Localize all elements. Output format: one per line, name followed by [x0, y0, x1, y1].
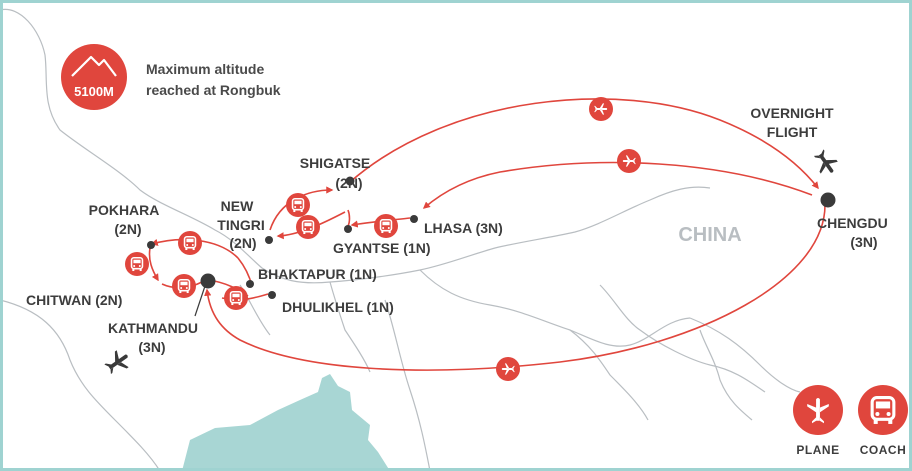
legend: PLANE COACH — [793, 385, 908, 457]
label-chengdu-nights: (3N) — [850, 234, 877, 250]
node-bhaktapur — [246, 280, 254, 288]
place-nodes — [147, 176, 836, 317]
coach-marker-shigatse-tingri — [296, 215, 320, 239]
label-kathmandu-name: KATHMANDU — [108, 320, 198, 336]
label-kathmandu-nights: (3N) — [138, 339, 165, 355]
coach-marker-kathmandu-dhulikhel — [224, 286, 248, 310]
route-gyantse-shigatse — [347, 209, 351, 227]
altitude-note-line1: Maximum altitude — [146, 61, 264, 77]
label-lhasa: LHASA (3N) — [424, 220, 503, 236]
label-new-tingri-line2: TINGRI — [217, 217, 264, 233]
label-dhulikhel: DHULIKHEL (1N) — [282, 299, 394, 315]
label-chitwan: CHITWAN (2N) — [26, 292, 122, 308]
route-shigatse-chengdu-flight — [349, 98, 819, 190]
label-chengdu-name: CHENGDU — [817, 215, 888, 231]
label-gyantse: GYANTSE (1N) — [333, 240, 431, 256]
altitude-note-line2: reached at Rongbuk — [146, 82, 281, 98]
plane-marker-return — [617, 149, 641, 173]
label-new-tingri-line1: NEW — [221, 198, 254, 214]
node-new-tingri — [265, 236, 273, 244]
label-region-china: CHINA — [678, 224, 741, 246]
label-overnight-line2: FLIGHT — [767, 124, 818, 140]
legend-item-coach: COACH — [858, 385, 908, 457]
route-transport-icons — [125, 97, 641, 381]
mountain-icon — [71, 55, 117, 77]
coach-marker-pokhara — [178, 231, 202, 255]
altitude-badge-value: 5100M — [74, 84, 114, 99]
label-pokhara-nights: (2N) — [114, 221, 141, 237]
route-pokhara-chitwan — [148, 247, 159, 282]
legend-label-coach: COACH — [860, 443, 907, 457]
plane-marker-chengdu-kathmandu — [496, 357, 520, 381]
node-pokhara — [147, 241, 155, 249]
node-lhasa — [410, 215, 418, 223]
node-chengdu — [820, 192, 836, 208]
label-shigatse-name: SHIGATSE — [300, 155, 371, 171]
coach-marker-tingri-shigatse — [286, 193, 310, 217]
altitude-badge-circle — [61, 44, 127, 110]
coach-marker-lhasa-gyantse — [374, 214, 398, 238]
node-shigatse — [345, 176, 355, 186]
bay-of-bengal-water — [182, 374, 390, 471]
altitude-badge: 5100M Maximum altitude reached at Rongbu… — [61, 44, 281, 110]
label-pokhara-name: POKHARA — [89, 202, 160, 218]
label-overnight-line1: OVERNIGHT — [750, 105, 834, 121]
kathmandu-leader-line — [194, 285, 206, 317]
node-dhulikhel — [268, 291, 276, 299]
coach-marker-chitwan-kathmandu — [172, 274, 196, 298]
coach-marker-pokhara-chitwan — [125, 252, 149, 276]
legend-item-plane: PLANE — [793, 385, 843, 457]
node-gyantse — [344, 225, 352, 233]
label-new-tingri-nights: (2N) — [229, 235, 256, 251]
legend-label-plane: PLANE — [796, 443, 839, 457]
route-chengdu-kathmandu-flight — [204, 204, 826, 371]
route-chengdu-lhasa-flight — [422, 161, 813, 209]
node-kathmandu — [200, 273, 216, 289]
plane-marker-outbound — [589, 97, 613, 121]
label-bhaktapur: BHAKTAPUR (1N) — [258, 266, 377, 282]
place-labels: SHIGATSE (2N) NEW TINGRI (2N) POKHARA (2… — [26, 105, 888, 355]
label-shigatse-nights: (2N) — [335, 175, 362, 191]
